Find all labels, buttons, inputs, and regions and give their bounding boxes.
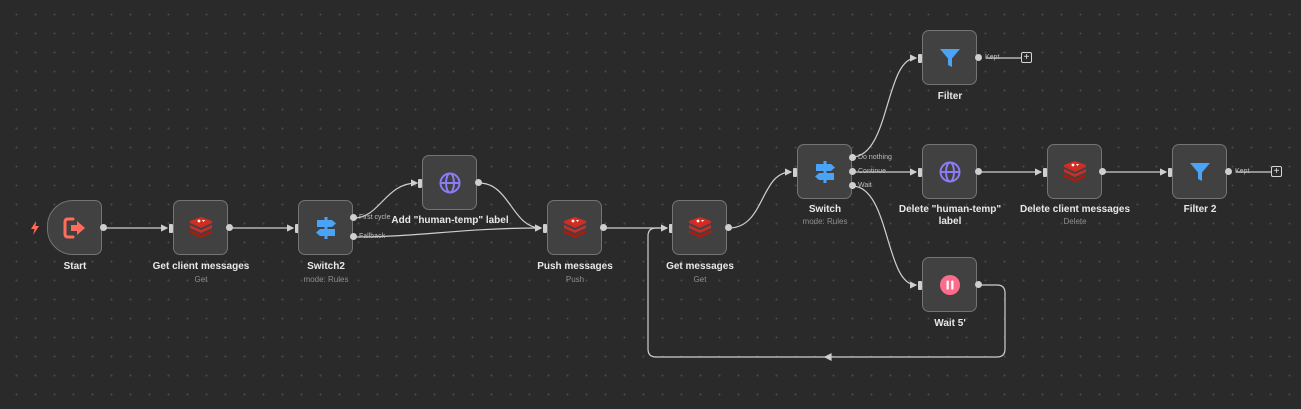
edge-switch-wait	[851, 185, 918, 289]
switch2-branch-first-cycle: First cycle	[359, 214, 391, 221]
filter2-branch-kept: Kept	[1235, 168, 1250, 175]
delete-label-label: Delete "human-temp" label	[898, 204, 1002, 227]
funnel-icon	[1189, 162, 1210, 181]
get-client-output-port[interactable]	[226, 224, 233, 231]
switch2-output-first-cycle[interactable]	[350, 214, 357, 221]
switch-branch-wait: Wait	[858, 182, 872, 189]
sign-out-icon	[63, 217, 85, 238]
wait-label: Wait 5'	[934, 318, 966, 329]
funnel-icon	[939, 48, 960, 67]
switch2-label: Switch2	[307, 261, 345, 272]
trigger-bolt-icon	[31, 221, 39, 235]
node-delete-client-messages[interactable]	[1047, 144, 1102, 199]
node-wait[interactable]	[922, 257, 977, 312]
redis-icon	[563, 216, 586, 238]
filter2-output-kept[interactable]	[1225, 168, 1232, 175]
switch2-output-fallback[interactable]	[350, 233, 357, 240]
filter2-label: Filter 2	[1183, 204, 1217, 215]
signpost-icon	[814, 160, 835, 183]
filter-input-port[interactable]	[918, 54, 922, 63]
filter-add-node-button[interactable]: +	[1021, 52, 1032, 63]
wait-input-port[interactable]	[918, 281, 922, 290]
globe-icon	[439, 172, 460, 193]
node-filter[interactable]	[922, 30, 977, 85]
delete-client-label: Delete client messages	[1019, 204, 1131, 215]
get-client-input-port[interactable]	[169, 224, 173, 233]
switch-output-continue[interactable]	[849, 168, 856, 175]
start-label: Start	[63, 261, 87, 272]
push-label: Push messages	[537, 261, 613, 272]
switch-output-wait[interactable]	[849, 182, 856, 189]
get-messages-label: Get messages	[666, 261, 734, 272]
add-label-label: Add "human-temp" label	[391, 215, 509, 226]
switch-output-do-nothing[interactable]	[849, 154, 856, 161]
node-switch2[interactable]	[298, 200, 353, 255]
delete-client-output-port[interactable]	[1099, 168, 1106, 175]
edge-switch-filter	[851, 54, 918, 158]
globe-icon	[939, 161, 960, 182]
pause-icon	[939, 274, 960, 295]
push-output-port[interactable]	[600, 224, 607, 231]
switch-input-port[interactable]	[793, 168, 797, 177]
redis-icon	[688, 216, 711, 238]
node-push-messages[interactable]	[547, 200, 602, 255]
node-filter-2[interactable]	[1172, 144, 1227, 199]
switch2-branch-fallback: Fallback	[359, 233, 386, 240]
filter2-input-port[interactable]	[1168, 168, 1172, 177]
node-add-human-temp-label[interactable]	[422, 155, 477, 210]
switch-branch-continue: Continue	[858, 168, 887, 175]
switch-sub: mode: Rules	[802, 217, 848, 226]
push-input-port[interactable]	[543, 224, 547, 233]
redis-icon	[1063, 160, 1086, 182]
delete-label-input-port[interactable]	[918, 168, 922, 177]
wait-output-port[interactable]	[975, 281, 982, 288]
delete-client-input-port[interactable]	[1043, 168, 1047, 177]
switch-branch-do-nothing: Do nothing	[858, 154, 892, 161]
add-label-output-port[interactable]	[475, 179, 482, 186]
node-get-client-messages[interactable]	[173, 200, 228, 255]
filter-output-kept[interactable]	[975, 54, 982, 61]
push-sub: Push	[565, 275, 585, 284]
get-messages-input-port[interactable]	[669, 224, 673, 233]
get-messages-output-port[interactable]	[725, 224, 732, 231]
switch-label: Switch	[808, 204, 842, 215]
filter-branch-kept: Kept	[985, 54, 1000, 61]
get-messages-sub: Get	[693, 275, 707, 284]
switch2-input-port[interactable]	[295, 224, 299, 233]
delete-client-sub: Delete	[1063, 217, 1087, 226]
get-client-sub: Get	[194, 275, 208, 284]
node-delete-human-temp-label[interactable]	[922, 144, 977, 199]
node-switch[interactable]	[797, 144, 852, 199]
node-get-messages[interactable]	[672, 200, 727, 255]
signpost-icon	[315, 216, 336, 239]
switch2-sub: mode: Rules	[303, 275, 349, 284]
redis-icon	[189, 216, 212, 238]
node-start[interactable]	[47, 200, 102, 255]
delete-label-output-port[interactable]	[975, 168, 982, 175]
add-label-input-port[interactable]	[418, 179, 422, 188]
edge-loop-arrow	[823, 353, 832, 361]
start-output-port[interactable]	[100, 224, 107, 231]
filter-label: Filter	[937, 91, 963, 102]
get-client-label: Get client messages	[152, 261, 250, 272]
filter2-add-node-button[interactable]: +	[1271, 166, 1282, 177]
